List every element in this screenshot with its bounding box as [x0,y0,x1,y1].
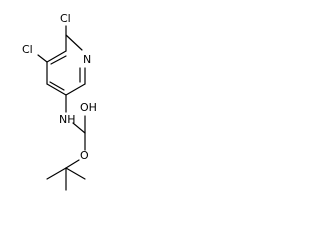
atom-label-n-ring: N [83,53,91,66]
bond-cquat-methyl-left [46,167,67,180]
bond-o-cquat [65,159,80,169]
bond-c2-n1 [65,34,83,51]
bond-c3-cl [37,54,48,63]
atom-label-cl-left: Cl [22,43,33,56]
atom-label-nh: NH [59,113,76,126]
bond-c3-c2-double [50,55,67,65]
bond-nh-carbonyl [72,122,86,134]
bond-c5-c4-double [49,81,65,91]
pyridine-ring [46,34,86,96]
bond-c5-c4 [46,83,67,96]
atom-label-o: O [80,149,89,162]
bond-cquat-methyl-right [65,167,86,180]
atom-label-cl-top: Cl [60,12,71,25]
atom-label-oh: OH [80,101,97,114]
bond-c6-c5 [65,83,86,96]
bond-c3-c2 [46,50,67,63]
structure-diagram: Cl Cl N NH OH O [22,12,97,191]
